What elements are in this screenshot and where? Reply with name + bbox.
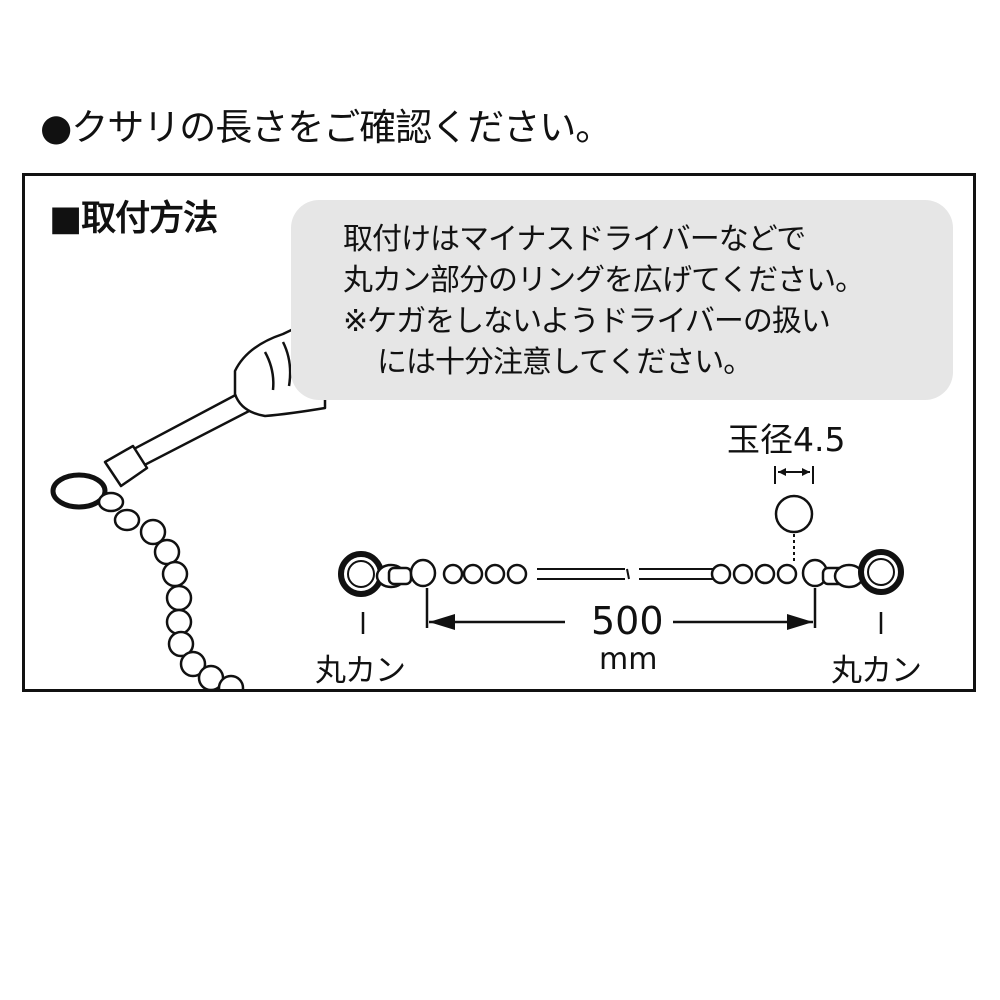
- note-line-4: には十分注意してください。: [377, 345, 753, 380]
- note-line-3: ※ケガをしないようドライバーの扱い: [343, 304, 831, 339]
- ball-diameter-label: 玉径4.5: [727, 420, 846, 459]
- right-ring-label: 丸カン: [831, 653, 922, 689]
- left-end-link: [409, 558, 437, 588]
- chain-length-diagram: [338, 549, 904, 597]
- left-ring-label: 丸カン: [315, 653, 406, 689]
- ball-enlarged: [774, 494, 814, 534]
- right-split-ring: [858, 549, 904, 595]
- chain-length-value: 500: [585, 601, 670, 641]
- ring-leader-ticks: [361, 612, 883, 634]
- hanging-ring: [50, 472, 108, 510]
- note-line-1: 取付けはマイナスドライバーなどで: [343, 222, 806, 257]
- length-dimension: [425, 588, 817, 630]
- chain-length-unit: mm: [599, 642, 658, 677]
- note-line-2: 丸カン部分のリングを広げてください。: [343, 263, 865, 298]
- installation-panel: ■取付方法 取付けはマイナスドライバーなどで 丸カン部分のリングを広げてください…: [22, 173, 976, 692]
- page-heading: ●クサリの長さをご確認ください。: [40, 106, 612, 149]
- ball-diameter-callout: [774, 466, 814, 564]
- hanging-chain-illustration: [50, 472, 245, 689]
- instruction-note: 取付けはマイナスドライバーなどで 丸カン部分のリングを広げてください。 ※ケガを…: [291, 200, 953, 400]
- screwdriver-tip: [103, 444, 149, 488]
- section-title: ■取付方法: [49, 199, 218, 239]
